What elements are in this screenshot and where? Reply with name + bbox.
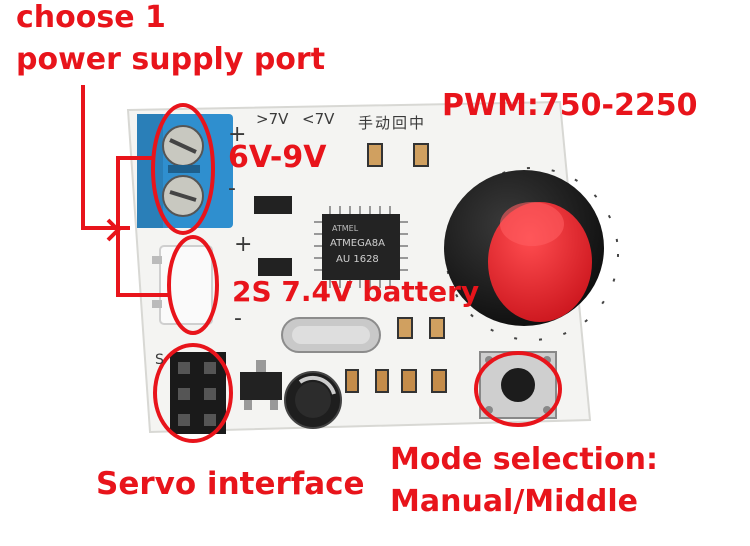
- label-pwm-range: PWM:750-2250: [442, 88, 698, 123]
- label-power-supply-port: power supply port: [16, 42, 326, 77]
- regulator: [240, 360, 282, 410]
- chip-code: AU 1628: [336, 254, 379, 265]
- label-servo-interface: Servo interface: [96, 466, 365, 502]
- crystal-oscillator: [281, 317, 381, 353]
- label-voltage-range: 6V-9V: [228, 140, 327, 175]
- potentiometer-knob: [444, 167, 619, 341]
- chip-model: ATMEGA8A: [330, 238, 385, 249]
- chip-brand: ATMEL: [332, 224, 359, 233]
- highlight-terminal-block: [151, 103, 215, 235]
- microcontroller-chip: [314, 206, 408, 288]
- label-mode-selection: Mode selection:: [390, 442, 658, 477]
- tactile-button: [479, 351, 557, 419]
- battery-connector: [152, 245, 213, 325]
- label-manual-middle: Manual/Middle: [390, 484, 639, 519]
- silk-gt7v: >7V: [256, 110, 289, 128]
- silk-plus-1: +: [228, 122, 247, 147]
- silk-servo-s: S: [155, 352, 164, 368]
- highlight-servo-header: [153, 343, 233, 443]
- silk-minus-1: -: [228, 176, 236, 201]
- silk-minus-2: -: [234, 306, 242, 331]
- highlight-mode-button: [474, 351, 562, 427]
- servo-header: [170, 352, 226, 434]
- annotation-arrows: [81, 85, 170, 297]
- highlight-battery-connector: [167, 235, 219, 335]
- annotation-overlays: [151, 103, 562, 443]
- label-choose-1: choose 1: [16, 0, 166, 35]
- label-battery: 2S 7.4V battery: [232, 275, 480, 308]
- silk-chinese-modes: 手动回中: [358, 114, 427, 132]
- smd-components: [254, 143, 447, 393]
- silk-lt7v: <7V: [302, 110, 335, 128]
- capacitor: [284, 371, 342, 429]
- silk-plus-2: +: [234, 232, 253, 257]
